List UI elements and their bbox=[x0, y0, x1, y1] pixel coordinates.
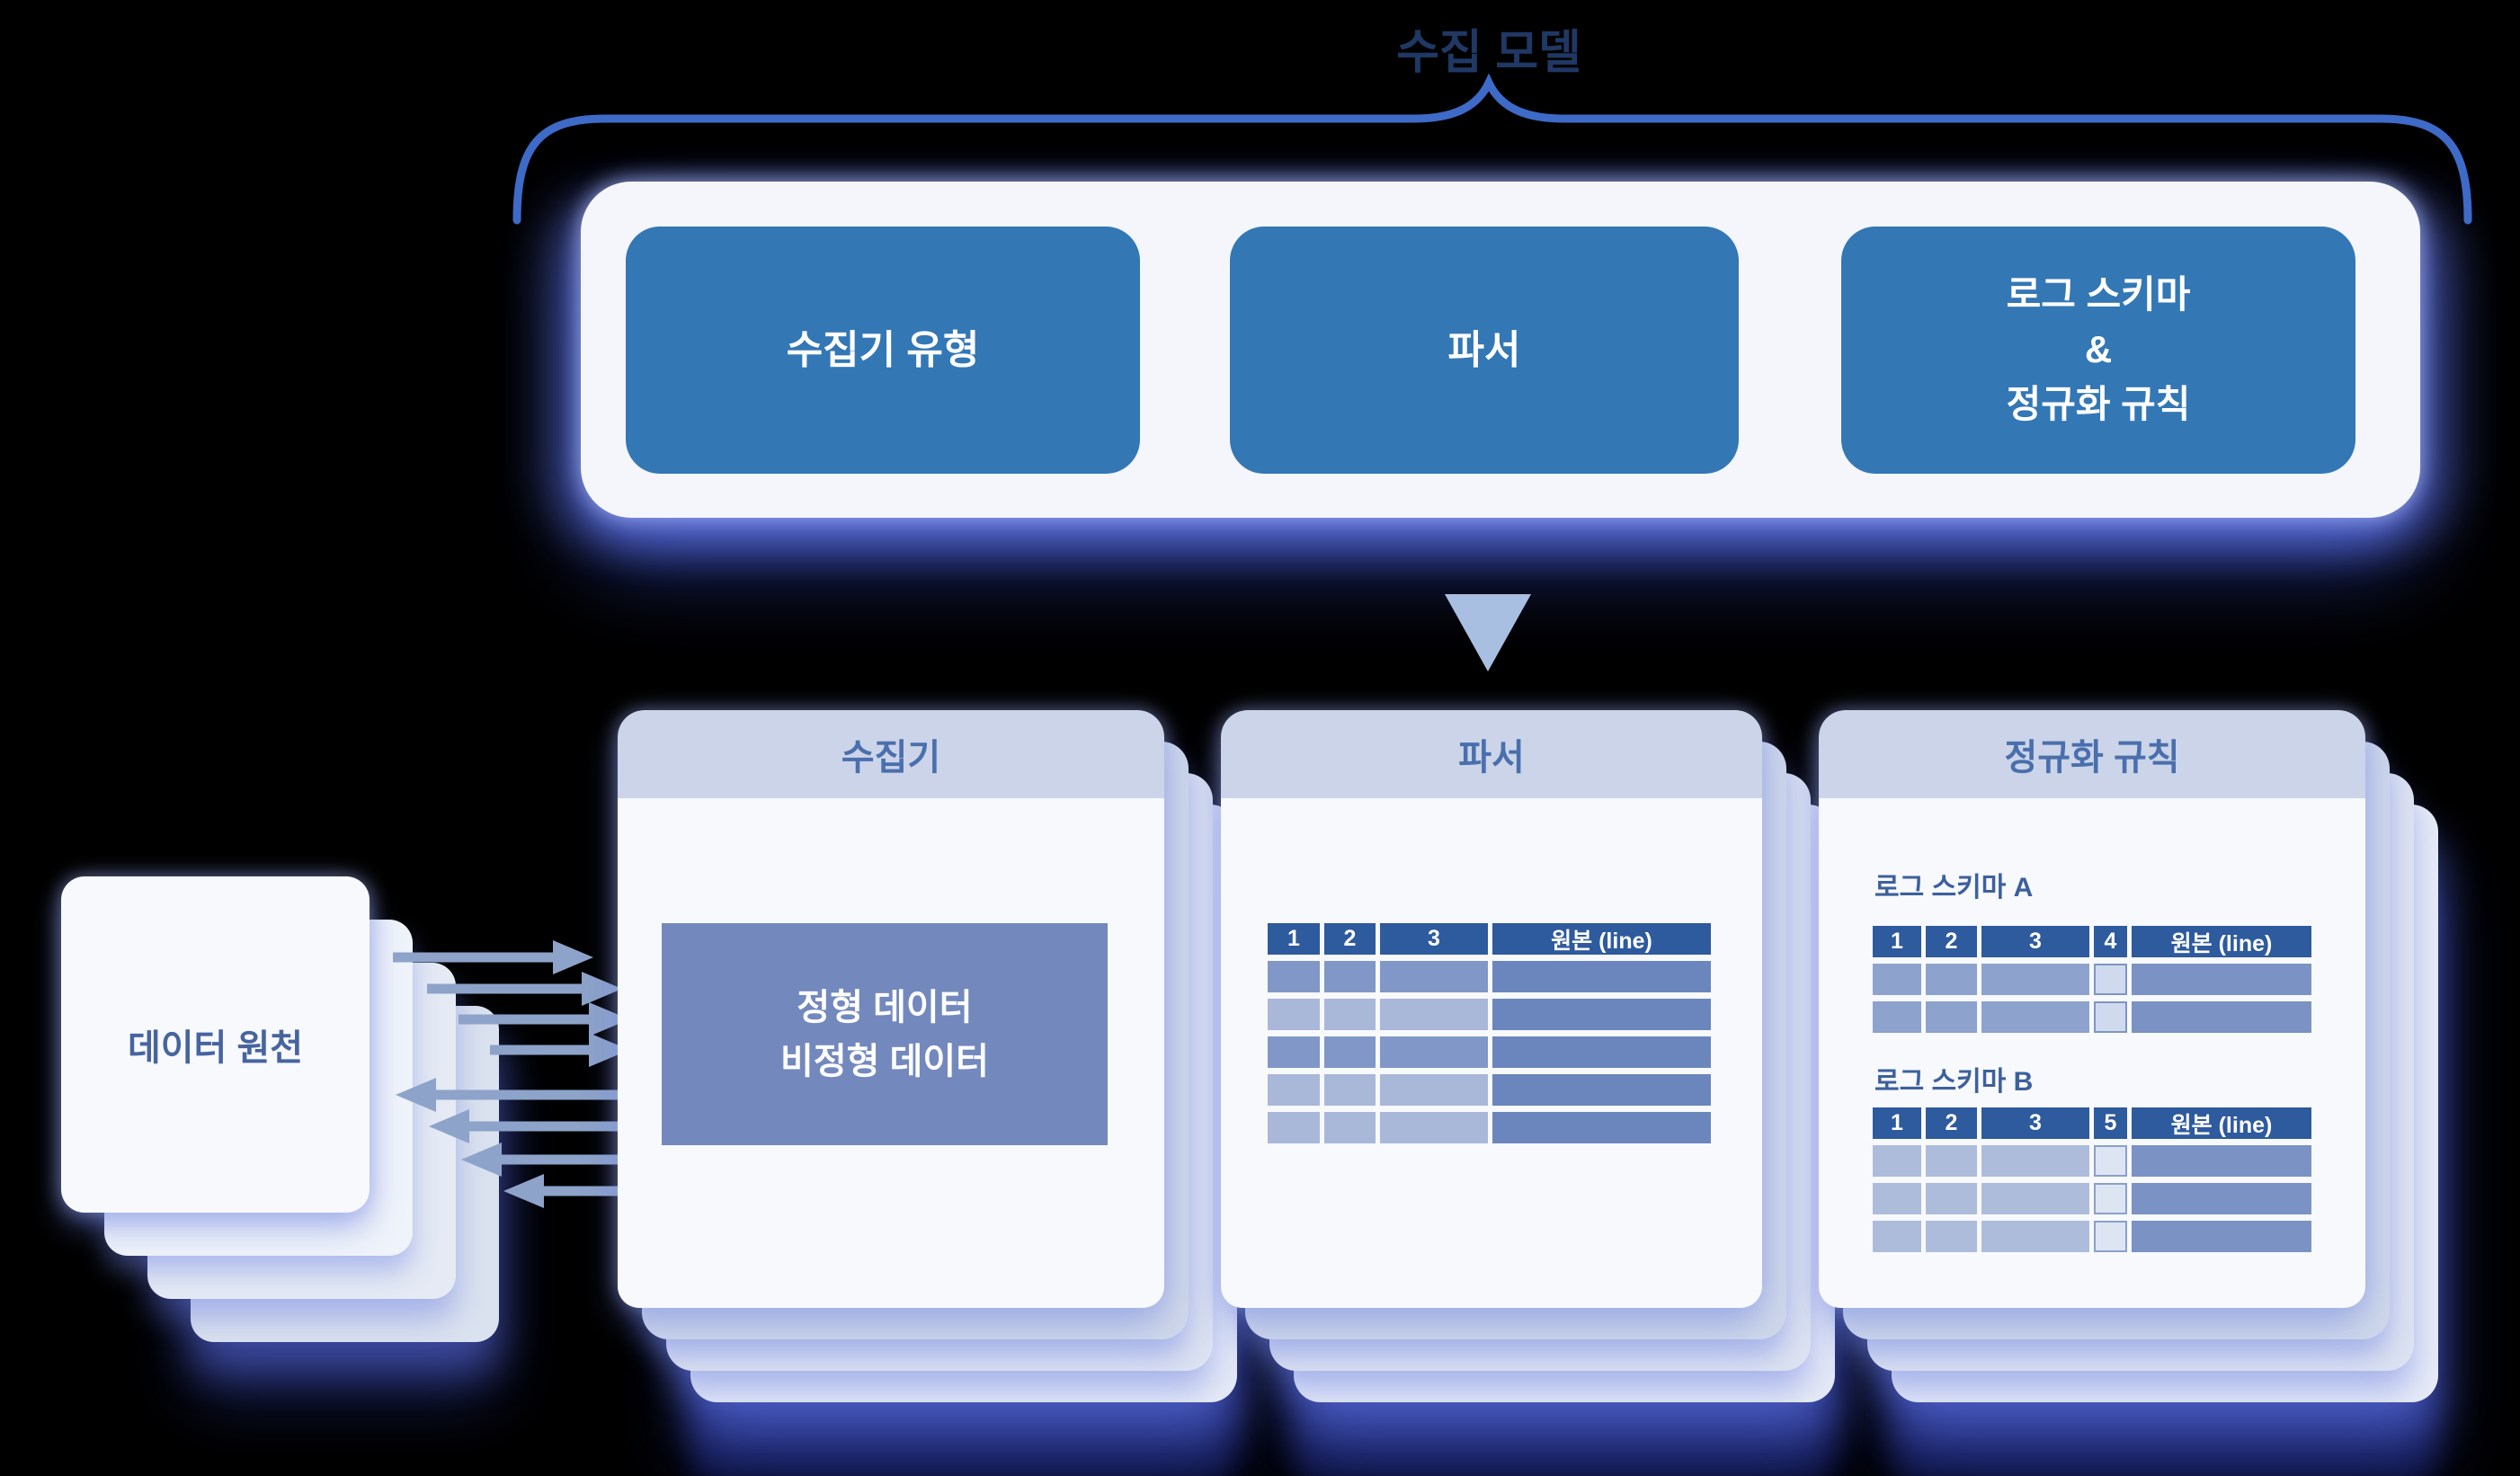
table-data-cell bbox=[1981, 1183, 2089, 1214]
table-header-cell: 2 bbox=[1324, 923, 1376, 955]
collection-model-container: 수집기 유형 파서 로그 스키마 & 정규화 규칙 bbox=[581, 182, 2420, 518]
table-data-cell bbox=[1981, 1001, 2089, 1033]
table-data-cell bbox=[1380, 1112, 1488, 1143]
model-box-label: 로그 스키마 & 정규화 규칙 bbox=[2006, 273, 2191, 425]
normalization-panel-header: 정규화 규칙 bbox=[1819, 710, 2365, 798]
table-header-cell: 1 bbox=[1873, 926, 1921, 957]
table-data-cell bbox=[1268, 999, 1320, 1030]
table-data-cell bbox=[1981, 964, 2089, 995]
table-data-cell bbox=[1492, 999, 1711, 1030]
table-empty-cell bbox=[2094, 1183, 2127, 1214]
table-header-cell: 1 bbox=[1873, 1107, 1921, 1139]
table-data-cell bbox=[1873, 1221, 1921, 1252]
model-box-log-schema-rules: 로그 스키마 & 정규화 규칙 bbox=[1841, 227, 2355, 474]
table-data-cell bbox=[1268, 1112, 1320, 1143]
table-data-cell bbox=[1380, 1074, 1488, 1106]
log-schema-a-label: 로그 스키마 A bbox=[1874, 873, 2034, 902]
parser-panel-header: 파서 bbox=[1221, 710, 1762, 798]
table-data-cell bbox=[1268, 1074, 1320, 1106]
table-header-cell: 5 bbox=[2094, 1107, 2127, 1139]
table-header-cell: 3 bbox=[1380, 923, 1488, 955]
table-empty-cell bbox=[2094, 1145, 2127, 1177]
table-data-cell bbox=[2132, 1221, 2311, 1252]
table-data-cell bbox=[1926, 1001, 1977, 1033]
table-data-cell bbox=[1926, 1221, 1977, 1252]
table-data-cell bbox=[1981, 1145, 2089, 1177]
table-header-cell: 2 bbox=[1926, 926, 1977, 957]
down-triangle-icon bbox=[1445, 594, 1531, 671]
table-header-cell: 1 bbox=[1268, 923, 1320, 955]
data-source-card: 데이터 원천 bbox=[61, 876, 370, 1213]
table-empty-cell bbox=[2094, 1221, 2127, 1252]
flow-arrow-right-icon bbox=[490, 1033, 629, 1067]
table-data-cell bbox=[1981, 1221, 2089, 1252]
table-data-cell bbox=[2132, 964, 2311, 995]
table-header-cell: 4 bbox=[2094, 926, 2127, 957]
table-data-cell bbox=[1873, 1145, 1921, 1177]
log-schema-b-label: 로그 스키마 B bbox=[1874, 1067, 2034, 1097]
structured-unstructured-data-box: 정형 데이터 비정형 데이터 bbox=[662, 923, 1108, 1145]
table-data-cell bbox=[1324, 1112, 1376, 1143]
data-source-label: 데이터 원천 bbox=[127, 1028, 304, 1068]
table-header-cell: 원본 (line) bbox=[2132, 926, 2311, 957]
table-data-cell bbox=[1492, 1112, 1711, 1143]
table-empty-cell bbox=[2094, 964, 2127, 995]
table-data-cell bbox=[2132, 1183, 2311, 1214]
table-data-cell bbox=[1926, 1183, 1977, 1214]
collector-box-label: 정형 데이터 비정형 데이터 bbox=[780, 987, 989, 1081]
collector-panel-header: 수집기 bbox=[618, 710, 1164, 798]
table-data-cell bbox=[1380, 1036, 1488, 1068]
collector-panel: 수집기 정형 데이터 비정형 데이터 bbox=[618, 710, 1237, 1402]
model-box-label: 수집기 유형 bbox=[786, 327, 980, 372]
model-box-label: 파서 bbox=[1447, 327, 1521, 372]
table-data-cell bbox=[1324, 961, 1376, 992]
table-empty-cell bbox=[2094, 1001, 2127, 1033]
table-header-cell: 3 bbox=[1981, 926, 2089, 957]
table-data-cell bbox=[1873, 1183, 1921, 1214]
table-data-cell bbox=[1492, 1074, 1711, 1106]
collector-panel-title: 수집기 bbox=[841, 738, 941, 778]
table-data-cell bbox=[1926, 964, 1977, 995]
table-header-cell: 원본 (line) bbox=[2132, 1107, 2311, 1139]
parser-panel-title: 파서 bbox=[1458, 738, 1525, 778]
table-header-cell: 3 bbox=[1981, 1107, 2089, 1139]
model-box-parser: 파서 bbox=[1230, 227, 1739, 474]
normalization-panel-title: 정규화 규칙 bbox=[2004, 738, 2180, 778]
table-data-cell bbox=[1380, 961, 1488, 992]
table-data-cell bbox=[1380, 999, 1488, 1030]
table-data-cell bbox=[1492, 1036, 1711, 1068]
table-data-cell bbox=[2132, 1145, 2311, 1177]
table-data-cell bbox=[1873, 1001, 1921, 1033]
table-data-cell bbox=[1268, 1036, 1320, 1068]
flow-arrow-right-icon bbox=[427, 972, 622, 1006]
table-data-cell bbox=[1873, 964, 1921, 995]
model-box-collector-type: 수집기 유형 bbox=[626, 227, 1140, 474]
table-header-cell: 원본 (line) bbox=[1492, 923, 1711, 955]
collector-panel-body: 정형 데이터 비정형 데이터 bbox=[618, 798, 1164, 1308]
collector-card: 수집기 정형 데이터 비정형 데이터 bbox=[618, 710, 1164, 1308]
table-data-cell bbox=[1268, 961, 1320, 992]
table-data-cell bbox=[1324, 1036, 1376, 1068]
table-data-cell bbox=[1324, 1074, 1376, 1106]
table-header-cell: 2 bbox=[1926, 1107, 1977, 1139]
table-data-cell bbox=[1926, 1145, 1977, 1177]
flow-arrow-left-icon bbox=[503, 1174, 629, 1208]
table-data-cell bbox=[2132, 1001, 2311, 1033]
table-data-cell bbox=[1324, 999, 1376, 1030]
table-data-cell bbox=[1492, 961, 1711, 992]
page-title: 수집 모델 bbox=[1396, 27, 1581, 79]
